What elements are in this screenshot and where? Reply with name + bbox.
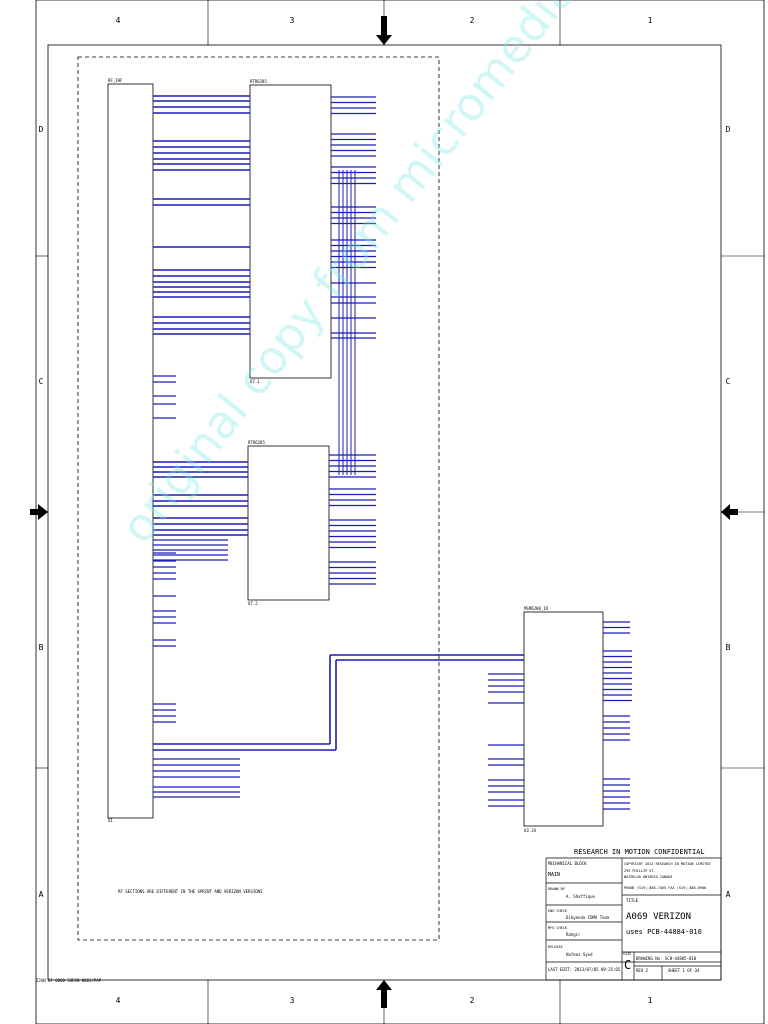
size-value: C bbox=[624, 958, 632, 972]
comp4-label: U3.34 bbox=[524, 828, 537, 833]
footer-note: ZJAN OF 0000 SHEGN 0003/PAP bbox=[36, 978, 102, 983]
comp2-label: U7.1 bbox=[250, 379, 260, 384]
drawing-title: A069 VERIZON bbox=[626, 912, 692, 922]
phone-fax: PHONE (519) 888-7465 FAX (519) 888-6906 bbox=[624, 886, 707, 890]
comp3-label: U7.2 bbox=[248, 601, 258, 606]
comp1-ref: RF_IHF bbox=[108, 78, 123, 83]
eng-check: Dibyendu CDMA Team bbox=[566, 915, 610, 920]
zone-row-label-left: D bbox=[39, 125, 44, 134]
schematic-nets bbox=[153, 95, 632, 810]
zone-row-label-right: C bbox=[726, 377, 731, 386]
comp3-ref: RTR6285 bbox=[248, 440, 265, 445]
zone-col-label-bottom: 3 bbox=[290, 996, 295, 1005]
center-arrow-right bbox=[721, 504, 738, 520]
drawing-subtitle: uses PCB-44884-010 bbox=[626, 928, 702, 936]
zone-col-label-bottom: 1 bbox=[648, 996, 653, 1005]
mech-block-label: MECHANICAL BLOCK bbox=[548, 861, 587, 866]
address-line-2: WATERLOO ONTARIO CANADA bbox=[624, 875, 673, 879]
title-block-grid bbox=[545, 857, 722, 981]
zone-col-label-bottom: 2 bbox=[470, 996, 475, 1005]
zone-row-label-right: A bbox=[726, 890, 731, 899]
inner-border bbox=[47, 44, 722, 981]
center-arrow-top bbox=[376, 16, 392, 45]
zone-row-label-left: B bbox=[39, 643, 44, 652]
transceiver-body bbox=[249, 84, 332, 379]
title-label: TITLE bbox=[626, 898, 639, 903]
rf-connector-body bbox=[107, 83, 154, 819]
zone-col-label-top: 2 bbox=[470, 16, 475, 25]
release: Hafeez Syed bbox=[566, 952, 593, 957]
rf-section-note: RF SECTIONS ARE DIFFERENT IN THE SPRINT … bbox=[118, 889, 263, 894]
rf-section-boundary bbox=[77, 56, 440, 941]
revision: REV 2 bbox=[636, 968, 649, 973]
zone-row-label-left: A bbox=[39, 890, 44, 899]
address-line-1: 295 PHILLIP ST. bbox=[624, 869, 656, 873]
last-edit: LAST EDIT: 2013/07/05 09:25:05 bbox=[548, 967, 621, 972]
sheet-number: SHEET 1 OF 34 bbox=[668, 968, 700, 973]
zone-row-label-left: C bbox=[39, 377, 44, 386]
zone-col-label-top: 1 bbox=[648, 16, 653, 25]
comp1-label: U1 bbox=[108, 818, 113, 823]
copyright-text: COPYRIGHT 2012 RESEARCH IN MOTION LIMITE… bbox=[624, 862, 711, 866]
zone-row-label-right: D bbox=[726, 125, 731, 134]
zone-col-label-top: 3 bbox=[290, 16, 295, 25]
mech-block-value: MAIN bbox=[548, 872, 561, 878]
center-arrow-bottom bbox=[376, 980, 392, 1008]
msm-io-body bbox=[523, 611, 604, 827]
zone-row-label-right: B bbox=[726, 643, 731, 652]
comp4-ref: MSM6280_IO bbox=[524, 606, 549, 611]
drawn-by-label: DRAWN BY bbox=[548, 887, 565, 891]
size-label: SIZE bbox=[623, 952, 632, 956]
eng-check-label: ENG CHECK bbox=[548, 909, 567, 913]
schematic-components bbox=[107, 83, 604, 827]
zone-col-label-top: 4 bbox=[116, 16, 121, 25]
center-arrow-left bbox=[30, 504, 48, 520]
mfg-check: Rahgir bbox=[566, 932, 581, 937]
release-label: RELEASE bbox=[548, 945, 563, 949]
drawn-by: A. Shaffique bbox=[566, 894, 595, 899]
confidential-banner: RESEARCH IN MOTION CONFIDENTIAL bbox=[574, 848, 705, 856]
drawing-number: DRAWING No. SCH-44885-010 bbox=[636, 956, 697, 961]
transceiver-2-body bbox=[247, 445, 330, 601]
zone-col-label-bottom: 4 bbox=[116, 996, 121, 1005]
mfg-check-label: MFG CHECK bbox=[548, 926, 567, 930]
comp2-ref: RTR6285 bbox=[250, 79, 267, 84]
